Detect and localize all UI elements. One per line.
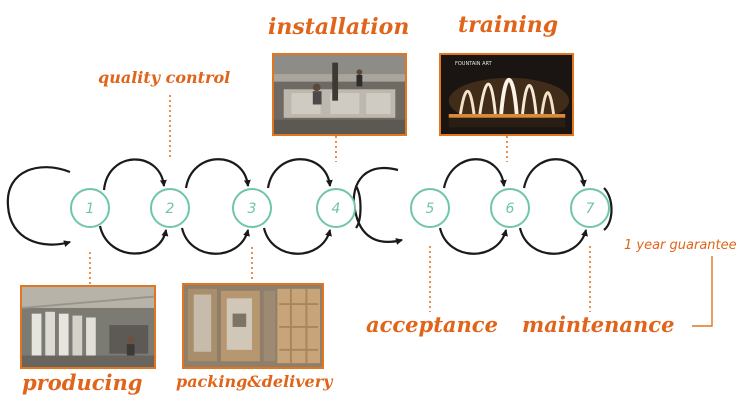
label-installation: installation: [268, 14, 410, 40]
flow-arc-top-3: [266, 158, 333, 189]
flow-arc-bottom-2: [180, 227, 250, 255]
flow-arc-end: [603, 187, 613, 231]
flow-arc-bottom-5: [438, 227, 508, 255]
leader-lines: [89, 95, 591, 312]
packing-delivery-photo: [182, 283, 324, 369]
label-maintenance: maintenance: [522, 312, 675, 337]
flow-arc-bottom-3: [262, 227, 332, 255]
flow-arc-mid-right: [355, 185, 362, 229]
step-number: 2: [166, 201, 175, 217]
label-guarantee: 1 year guarantee: [624, 238, 737, 253]
flow-arc-start: [6, 166, 71, 248]
step-circle: [316, 188, 356, 228]
step-1: 1: [70, 188, 110, 228]
step-number: 7: [586, 201, 595, 217]
flow-arc-bottom-6: [518, 227, 588, 255]
step-6: 6: [490, 188, 530, 228]
flow-arc-top-6: [522, 158, 587, 189]
step-2: 2: [150, 188, 190, 228]
step-number: 6: [506, 201, 515, 217]
step-number: 5: [426, 201, 435, 217]
flow-arrows: [6, 158, 613, 255]
step-4: 4: [316, 188, 356, 228]
guarantee-bracket: [692, 256, 713, 327]
step-3: 3: [232, 188, 272, 228]
step-circle: [232, 188, 272, 228]
label-producing: producing: [22, 370, 143, 395]
step-5: 5: [410, 188, 450, 228]
installation-photo: [272, 53, 407, 136]
step-number: 3: [248, 201, 257, 217]
flow-arc-top-2: [184, 158, 251, 189]
flow-arc-top-1: [102, 158, 167, 191]
step-circle: [490, 188, 530, 228]
training-photo: FOUNTAIN ART: [439, 53, 574, 136]
label-acceptance: acceptance: [366, 312, 498, 337]
label-packing-delivery: packing&delivery: [176, 372, 333, 391]
label-quality-control: quality control: [98, 68, 231, 87]
step-circle: [570, 188, 610, 228]
step-circle: [70, 188, 110, 228]
flow-arc-top-5: [442, 158, 507, 189]
flow-arc-bottom-1: [98, 225, 169, 255]
step-number: 4: [332, 201, 341, 217]
label-training: training: [458, 12, 559, 38]
watermark: FOUNTAIN ART: [455, 61, 492, 67]
producing-photo: [20, 285, 156, 369]
step-circles: 1 2 3 4 5 6 7: [70, 188, 610, 228]
step-7: 7: [570, 188, 610, 228]
step-number: 1: [86, 201, 95, 217]
step-circle: [150, 188, 190, 228]
step-circle: [410, 188, 450, 228]
